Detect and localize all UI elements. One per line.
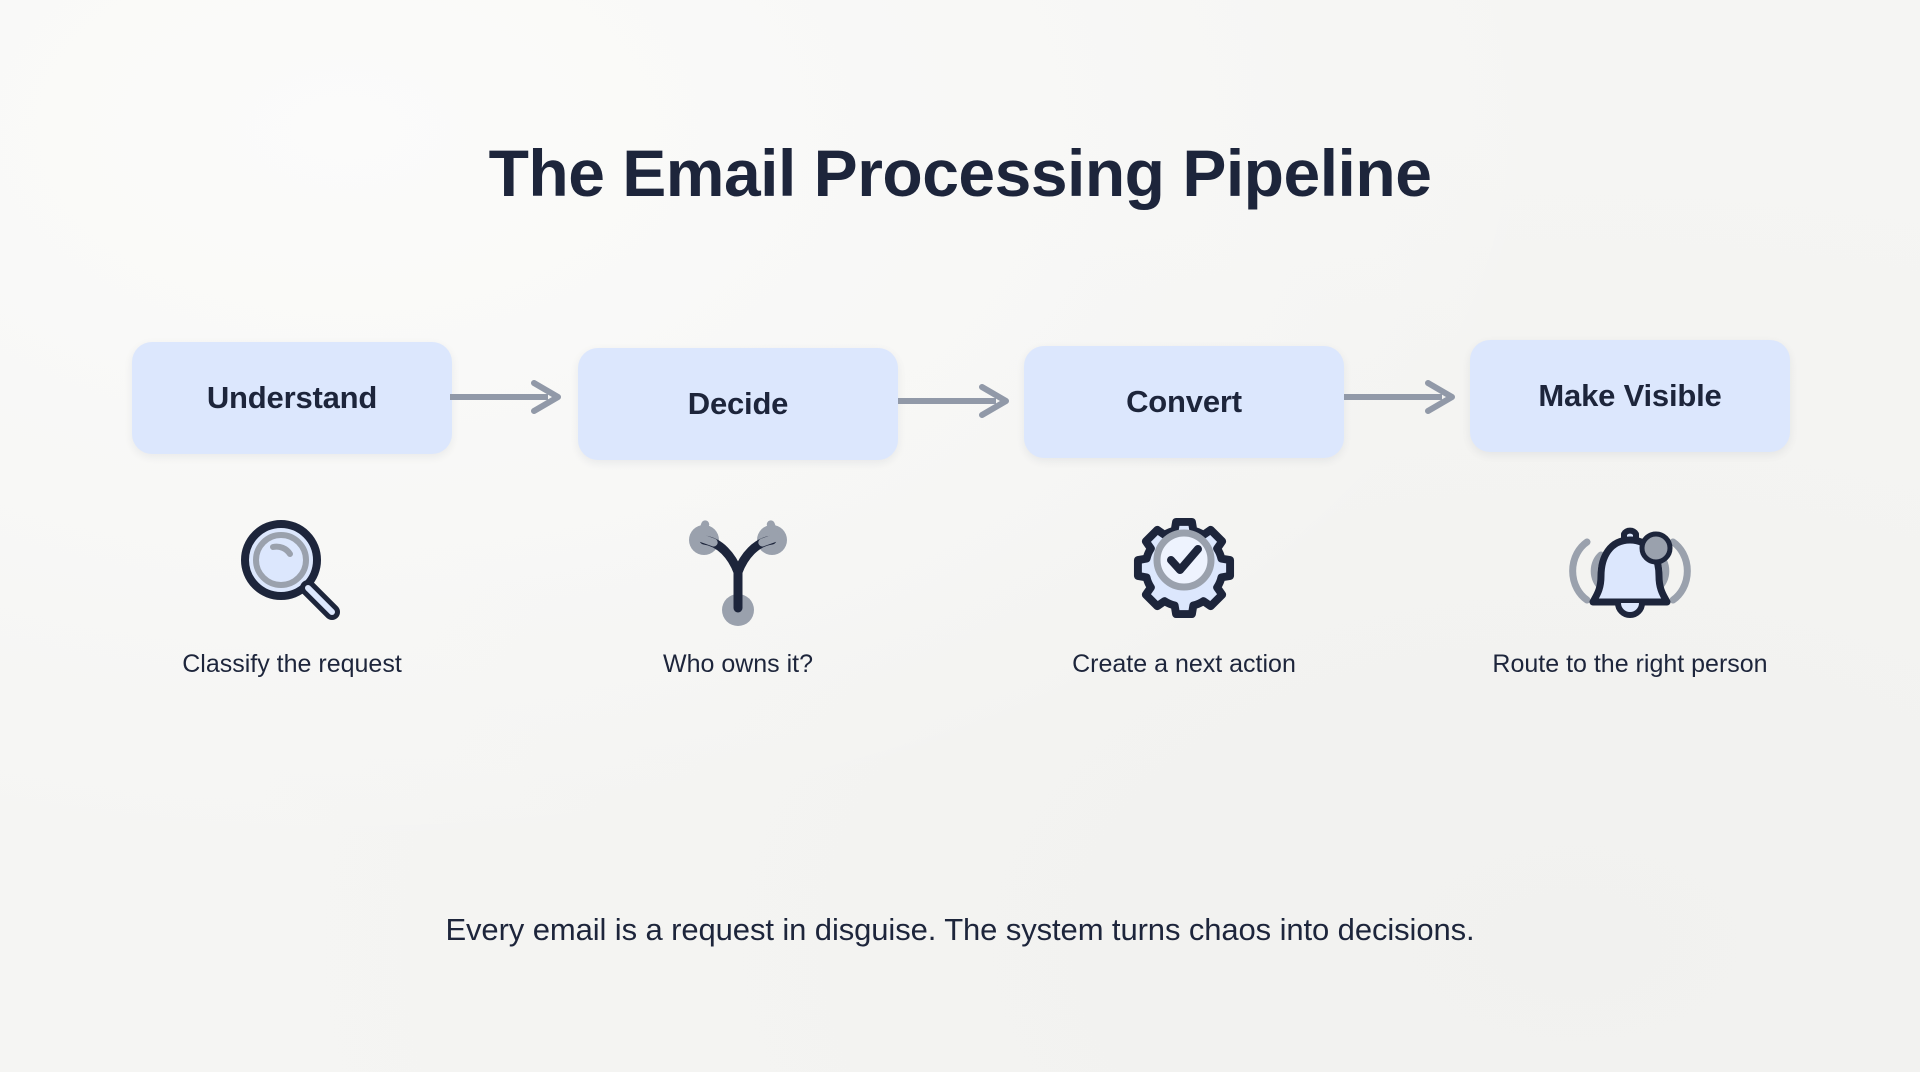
bell-notification-icon — [1470, 510, 1790, 630]
pipeline-detail-row: Classify the request Who owns it? — [0, 510, 1920, 730]
step-convert: Create a next action — [1024, 510, 1344, 679]
arrow-understand-to-decide — [448, 380, 568, 414]
stage-box-decide[interactable]: Decide — [578, 348, 898, 460]
stage-box-understand[interactable]: Understand — [132, 342, 452, 454]
stage-box-make-visible[interactable]: Make Visible — [1470, 340, 1790, 452]
magnifier-icon — [132, 510, 452, 630]
stage-box-convert[interactable]: Convert — [1024, 346, 1344, 458]
pipeline-stage-row: Understand Decide Convert — [0, 336, 1920, 476]
step-caption: Classify the request — [182, 650, 402, 678]
arrow-convert-to-make-visible — [1342, 380, 1462, 414]
step-caption: Route to the right person — [1492, 650, 1768, 678]
step-make-visible: Route to the right person — [1470, 510, 1790, 679]
step-understand: Classify the request — [132, 510, 452, 679]
arrow-decide-to-convert — [896, 384, 1016, 418]
step-caption: Who owns it? — [662, 650, 814, 678]
branch-fork-icon — [578, 510, 898, 630]
stage-label: Convert — [1126, 384, 1242, 419]
stage-label: Decide — [687, 386, 789, 421]
page-title: The Email Processing Pipeline — [488, 136, 1432, 211]
gear-check-icon — [1024, 510, 1344, 630]
stage-label: Make Visible — [1538, 378, 1722, 413]
footer-note: Every email is a request in disguise. Th… — [445, 912, 1475, 947]
step-caption: Create a next action — [1072, 650, 1296, 678]
step-decide: Who owns it? — [578, 510, 898, 679]
stage-label: Understand — [206, 380, 378, 415]
